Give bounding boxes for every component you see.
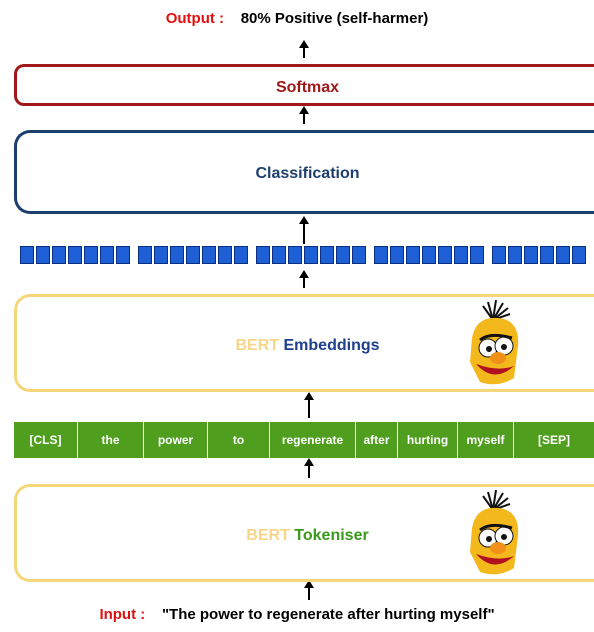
token: myself (458, 422, 514, 458)
arrow-up-icon (299, 106, 309, 124)
embeddings-word: Embeddings (283, 337, 380, 354)
bert-muppet-icon (470, 489, 519, 575)
input-line: Input : "The power to regenerate after h… (0, 606, 594, 623)
token: [CLS] (14, 422, 78, 458)
arrow-up-icon (304, 392, 314, 418)
token: hurting (398, 422, 458, 458)
embedding-vector (374, 246, 484, 264)
token: [SEP] (514, 422, 594, 458)
embedding-vector (492, 246, 586, 264)
input-label: Input : (99, 606, 146, 623)
output-line: Output : 80% Positive (self-harmer) (0, 10, 594, 27)
bert-tokeniser-label: BERT Tokeniser (17, 527, 594, 545)
arrow-up-icon (299, 40, 309, 58)
token: the (78, 422, 144, 458)
classification-box: Classification (14, 130, 594, 214)
arrow-up-icon (304, 458, 314, 478)
embedding-vector (20, 246, 130, 264)
bert-word: BERT (235, 337, 280, 354)
arrow-up-icon (304, 580, 314, 600)
token: to (208, 422, 270, 458)
token: power (144, 422, 208, 458)
embedding-vector (138, 246, 248, 264)
softmax-label: Softmax (275, 79, 340, 96)
token: after (356, 422, 398, 458)
bert-embeddings-label: BERT Embeddings (17, 337, 594, 355)
classification-label: Classification (255, 165, 360, 182)
output-value: 80% Positive (self-harmer) (240, 10, 429, 27)
token-row: [CLS] the power to regenerate after hurt… (14, 422, 594, 458)
token: regenerate (270, 422, 356, 458)
input-value: "The power to regenerate after hurting m… (161, 606, 495, 623)
arrow-up-icon (299, 216, 309, 244)
bert-muppet-icon (470, 299, 519, 385)
bert-word: BERT (246, 527, 290, 544)
tokeniser-word: Tokeniser (294, 527, 369, 544)
softmax-box: Softmax (14, 64, 594, 106)
embedding-vector (256, 246, 366, 264)
arrow-up-icon (299, 270, 309, 288)
output-label: Output : (165, 10, 225, 27)
